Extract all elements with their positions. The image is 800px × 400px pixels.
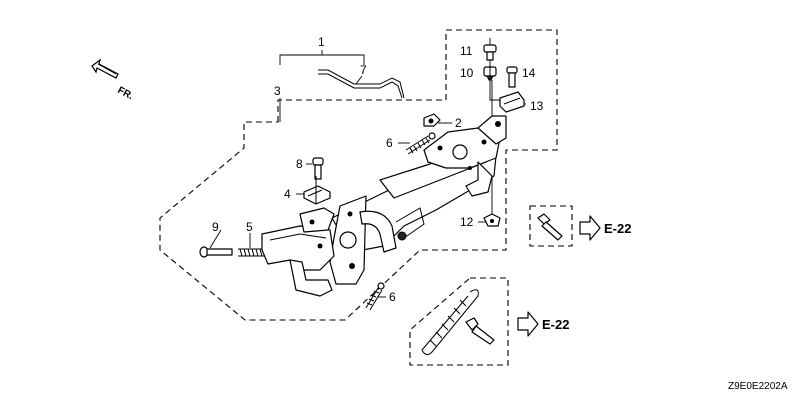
diagram-code: Z9E0E2202A [728,381,788,392]
callout-6-upper: 6 [386,136,393,150]
upper-reference-label[interactable]: E-22 [604,221,631,236]
spring-5-icon [238,248,266,257]
callout-8: 8 [296,157,303,171]
reference-bolt-icon [537,213,563,241]
spring-6-upper-icon [405,132,436,155]
bolt-11-icon [483,44,497,61]
callout-9-leader [209,229,222,249]
upper-reference-box [529,205,573,247]
callout-3: 3 [274,84,281,98]
upper-reference-arrow-icon [579,215,601,241]
bolt-14-icon [506,66,518,88]
bolt-8-icon [312,157,324,180]
lower-reference-arrow-icon [517,311,539,337]
callout-7: 7 [360,63,367,77]
lower-reference-bolt-icon [465,317,495,345]
callout-5: 5 [246,220,253,234]
callout-13: 13 [530,99,544,113]
throttle-rod [318,69,405,99]
callout-6-lower: 6 [389,290,396,304]
callout-2: 2 [455,116,462,130]
lower-reference-box [409,277,509,366]
callout-14: 14 [522,66,536,80]
screw-9-icon [199,246,233,258]
clip-13-icon [499,91,525,113]
callout-7-leader [355,75,363,85]
nut-12-icon [483,213,501,227]
nut-2-icon [423,113,441,127]
front-direction-arrow-icon [91,58,119,79]
callout-4: 4 [284,187,291,201]
callout-11: 11 [460,44,473,58]
lower-reference-label[interactable]: E-22 [542,317,569,332]
spring-6-lower-icon [365,282,385,311]
front-label: FR. [116,85,136,102]
clip-4-icon [303,185,331,205]
callout-10: 10 [460,66,474,80]
callout-1: 1 [318,35,325,49]
assembly-outline [159,29,558,321]
callout-1-bracket [279,50,365,65]
callout-9: 9 [212,220,219,234]
callout-12: 12 [460,215,474,229]
nut-10-icon [483,66,497,81]
return-spring-icon [421,289,479,356]
control-base-bracket [261,115,507,297]
